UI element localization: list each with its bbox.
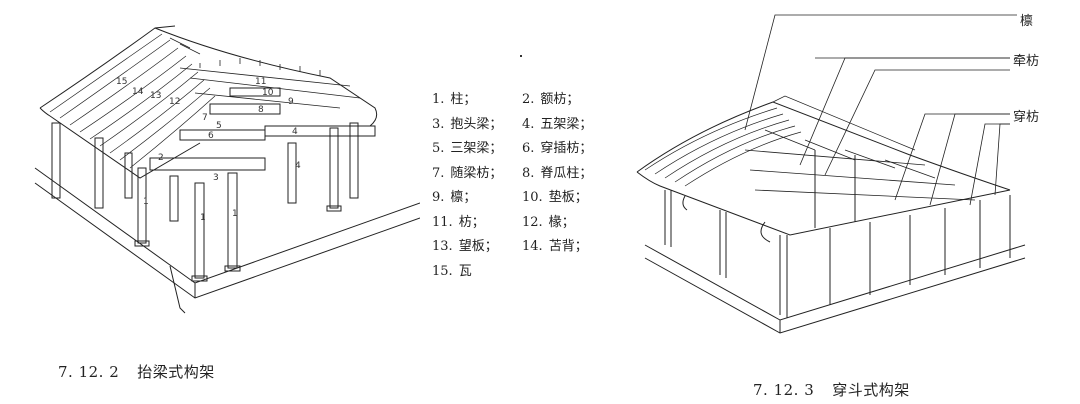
part-label-6: 6 bbox=[208, 131, 214, 141]
part-label-9: 9 bbox=[288, 97, 294, 107]
legend-item-label: 瓦 bbox=[458, 263, 472, 279]
legend-item: 10. 垫板； bbox=[522, 186, 602, 211]
legend-item: 12. 椽； bbox=[522, 211, 602, 236]
part-label-12: 12 bbox=[169, 97, 180, 107]
legend-item: 4. 五架梁； bbox=[522, 113, 602, 138]
legend-item: 8. 脊瓜柱； bbox=[522, 162, 602, 187]
part-label-2: 2 bbox=[158, 153, 164, 163]
part-label-1: 1 bbox=[143, 197, 149, 207]
legend-item-number: 6. bbox=[522, 141, 535, 156]
part-label-15: 15 bbox=[116, 77, 127, 87]
part-label-5: 5 bbox=[216, 121, 222, 131]
legend-item-label: 脊瓜柱； bbox=[540, 165, 593, 181]
legend-item: 9. 檩； bbox=[432, 186, 522, 211]
legend-item: 5. 三架梁； bbox=[432, 137, 522, 162]
legend-item-label: 五架梁； bbox=[540, 116, 593, 132]
legend-row: 11. 枋； 12. 椽； bbox=[432, 211, 602, 236]
legend-item-number: 12. bbox=[522, 214, 543, 230]
legend-item-number: 4. bbox=[522, 116, 535, 132]
legend-item: 2. 额枋； bbox=[522, 88, 602, 113]
legend-row: 9. 檩； 10. 垫板； bbox=[432, 186, 602, 211]
legend-item-number: 2. bbox=[522, 92, 535, 107]
legend-item: 6. 穿插枋； bbox=[522, 137, 602, 162]
legend-item-label: 椽； bbox=[548, 214, 575, 230]
legend-item-label: 柱； bbox=[450, 92, 477, 107]
part-label-4: 4 bbox=[292, 127, 298, 137]
legend-row: 3. 抱头梁； 4. 五架梁； bbox=[432, 113, 602, 138]
legend-item-number: 10. bbox=[522, 190, 543, 205]
legend-row: 7. 随梁枋； 8. 脊瓜柱； bbox=[432, 162, 602, 187]
figure-caption-left: 7. 12. 2 抬梁式构架 bbox=[58, 361, 215, 382]
parts-legend: 1. 柱； 2. 额枋； 3. 抱头梁； 4. 五架梁； 5. 三架梁； 6. 穿插枋； 7. 随梁枋； 8… bbox=[432, 88, 602, 284]
legend-item: 14. 苫背； bbox=[522, 235, 602, 260]
legend-item-label: 望板； bbox=[458, 239, 498, 254]
figure-number: 7. 12. 2 bbox=[58, 363, 120, 381]
legend-item-number: 7. bbox=[432, 165, 445, 181]
legend-item-label: 苫背； bbox=[548, 239, 588, 254]
legend-item-label: 垫板； bbox=[548, 190, 588, 205]
legend-item-number: 14. bbox=[522, 239, 543, 254]
callout-lin: 檩 bbox=[1020, 14, 1034, 29]
legend-item-number: 3. bbox=[432, 116, 445, 132]
legend-row: 15. 瓦 bbox=[432, 260, 602, 285]
stray-dot bbox=[520, 55, 522, 57]
legend-item: 3. 抱头梁； bbox=[432, 113, 522, 138]
legend-item-label: 檩； bbox=[450, 190, 477, 205]
legend-item-label: 抱头梁； bbox=[450, 116, 503, 132]
legend-item: 11. 枋； bbox=[432, 211, 522, 236]
part-label-4: 4 bbox=[295, 161, 301, 171]
legend-item-label: 穿插枋； bbox=[540, 141, 593, 156]
legend-item-number: 11. bbox=[432, 214, 453, 230]
part-label-3: 3 bbox=[213, 173, 219, 183]
part-label-10: 10 bbox=[262, 88, 274, 98]
part-label-11: 11 bbox=[255, 77, 266, 87]
chuandou-frame-drawing bbox=[625, 0, 1065, 345]
legend-item-number: 8. bbox=[522, 165, 535, 181]
legend-item: 7. 随梁枋； bbox=[432, 162, 522, 187]
tailiang-frame-drawing: 15 14 13 12 11 10 9 8 7 6 5 4 3 2 1 1 1 … bbox=[30, 8, 420, 318]
legend-item-label: 三架梁； bbox=[450, 141, 503, 156]
figure-caption-right: 7. 12. 3 穿斗式构架 bbox=[753, 379, 910, 400]
part-label-13: 13 bbox=[150, 91, 161, 101]
legend-row: 5. 三架梁； 6. 穿插枋； bbox=[432, 137, 602, 162]
legend-item-number: 5. bbox=[432, 141, 445, 156]
part-label-1: 1 bbox=[232, 209, 238, 219]
legend-item: 13. 望板； bbox=[432, 235, 522, 260]
part-label-1: 1 bbox=[200, 213, 206, 223]
figure-number: 7. 12. 3 bbox=[753, 381, 815, 399]
legend-item-number: 13. bbox=[432, 239, 453, 254]
part-label-7: 7 bbox=[202, 113, 208, 123]
legend-row: 1. 柱； 2. 额枋； bbox=[432, 88, 602, 113]
legend-item-number: 1. bbox=[432, 92, 445, 107]
figure-title: 穿斗式构架 bbox=[832, 381, 910, 399]
legend-item-number: 9. bbox=[432, 190, 445, 205]
figure-title: 抬梁式构架 bbox=[137, 363, 215, 381]
callout-chuanfang: 穿枋 bbox=[1013, 110, 1040, 125]
legend-item-number: 15. bbox=[432, 263, 453, 279]
legend-item: 15. 瓦 bbox=[432, 260, 522, 285]
legend-item-label: 随梁枋； bbox=[450, 165, 503, 181]
legend-item-label: 枋； bbox=[458, 214, 485, 230]
legend-row: 13. 望板； 14. 苫背； bbox=[432, 235, 602, 260]
part-label-14: 14 bbox=[132, 87, 144, 97]
legend-item: 1. 柱； bbox=[432, 88, 522, 113]
callout-qianfang: 牵枋 bbox=[1013, 54, 1040, 69]
legend-item-label: 额枋； bbox=[540, 92, 580, 107]
part-label-8: 8 bbox=[258, 105, 264, 115]
